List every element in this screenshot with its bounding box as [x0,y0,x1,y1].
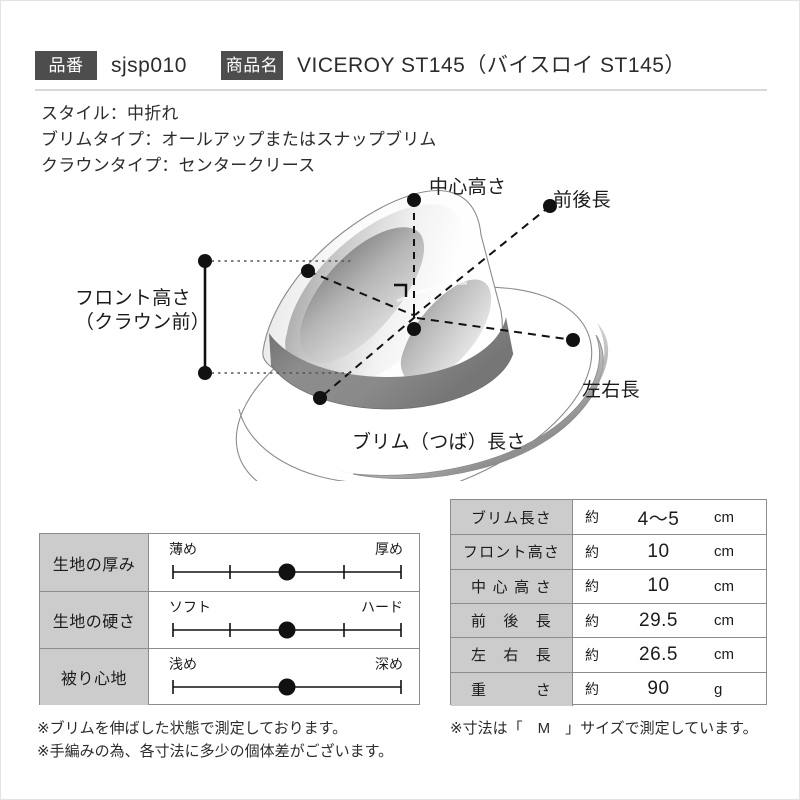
measurement-value: 90 [647,678,670,700]
dot-front-height-bottom [198,366,212,380]
dot-center-height-top [407,193,421,207]
measurement-approx: 約 [585,543,599,560]
measurement-value: 4〜5 [637,508,680,530]
table-row: 左 右 長 約 26.5 cm [451,637,766,672]
spec-brim-type: ブリムタイプ：オールアップまたはスナップブリム [41,130,437,149]
rating-row: 被り心地 浅め 深め [40,648,419,705]
rating-right-end: 厚め [375,541,403,557]
hat-measurement-diagram: 中心高さ 前後長 左右長 ブリム（つば）長さ フロント高さ （クラウン前） [1,151,800,481]
rating-row-label: 被り心地 [40,649,149,705]
note-line: ※手編みの為、各寸法に多少の個体差がございます。 [37,743,394,760]
rating-scale-svg-2 [172,678,402,696]
measurement-value: 10 [647,540,670,562]
rating-row-scale: ソフト ハード [149,592,419,648]
measurement-approx: 約 [585,509,599,526]
rating-row: 生地の硬さ ソフト ハード [40,591,419,648]
rating-row-label: 生地の硬さ [40,592,149,648]
measurement-value: 10 [647,575,670,597]
hat-illustration-svg [198,190,609,481]
spec-text-block: スタイル：中折れ ブリムタイプ：オールアップまたはスナップブリム クラウンタイプ… [41,101,481,179]
header-divider [35,89,767,91]
measurement-unit: g [714,680,723,698]
model-number-badge: 品番 [35,51,97,80]
table-row: フロント高さ 約 10 cm [451,534,766,569]
rating-row-label: 生地の厚み [40,534,149,591]
label-center-height: 中心高さ [429,177,507,198]
measurement-value: 26.5 [639,643,678,665]
rating-left-end: 薄め [169,541,197,557]
note-line: ※ブリムを伸ばした状態で測定しております。 [37,720,348,737]
rating-row-scale: 浅め 深め [149,649,419,705]
dot-center-height-bottom [407,322,421,336]
table-row: 重 さ 約 90 g [451,671,766,706]
measurement-name: ブリム長さ [451,500,573,535]
rating-marker [278,621,296,639]
model-number-value: sjsp010 [111,54,187,77]
measurement-unit: cm [714,543,734,561]
measurement-unit: cm [714,577,734,595]
measurement-value: 29.5 [639,609,678,631]
product-name-value: VICEROY ST145（バイスロイ ST145） [297,54,686,77]
product-header: 品番 sjsp010 商品名 VICEROY ST145（バイスロイ ST145… [35,51,767,87]
dot-left-right-right [566,333,580,347]
spec-crown-type: クラウンタイプ：センタークリース [41,156,316,175]
rating-marker [278,678,296,696]
notes-left: ※ブリムを伸ばした状態で測定しております。 ※手編みの為、各寸法に多少の個体差が… [37,717,437,763]
label-front-height-line2: （クラウン前） [75,312,211,333]
dot-front-height-top [198,254,212,268]
label-front-height-line1: フロント高さ [75,288,191,309]
measurement-name: フロント高さ [451,535,573,569]
rating-left-end: ソフト [169,599,211,615]
rating-left-end: 浅め [169,656,197,672]
product-name-badge: 商品名 [221,51,283,80]
table-row: 前 後 長 約 29.5 cm [451,602,766,638]
label-front-back-length: 前後長 [553,190,611,211]
measurement-unit: cm [714,612,734,630]
notes-right: ※寸法は「 M 」サイズで測定しています。 [450,720,758,737]
measurement-approx: 約 [585,578,599,595]
measurement-name: 重 さ [451,672,573,706]
measurement-name: 左 右 長 [451,638,573,672]
dot-left-right-left [301,264,315,278]
measurement-approx: 約 [585,681,599,698]
rating-scale-svg-1 [172,621,402,639]
rating-right-end: ハード [361,599,403,615]
measurement-name: 中 心 高 さ [451,569,573,603]
label-brim-length: ブリム（つば）長さ [352,432,526,453]
rating-row: 生地の厚み 薄め 厚め [40,534,419,591]
dot-front-back-rear [543,199,557,213]
table-row: ブリム長さ 約 4〜5 cm [451,500,766,535]
spec-style: スタイル：中折れ [41,104,179,123]
measurement-table: ブリム長さ 約 4〜5 cm フロント高さ 約 10 cm 中 心 高 さ 約 … [450,499,767,706]
rating-row-scale: 薄め 厚め [149,534,419,591]
table-row: 中 心 高 さ 約 10 cm [451,568,766,603]
feel-rating-table: 生地の厚み 薄め 厚め 生地の硬さ ソフト ハード 被り心地 浅め 深め [39,533,420,705]
label-left-right-length: 左右長 [582,380,640,401]
rating-marker [278,563,296,581]
dot-front-back-front [313,391,327,405]
measurement-name: 前 後 長 [451,603,573,638]
measurement-unit: cm [714,646,734,664]
measurement-approx: 約 [585,646,599,663]
rating-right-end: 深め [375,656,403,672]
measurement-unit: cm [714,508,734,526]
label-front-height: フロント高さ （クラウン前） [75,287,210,335]
rating-scale-svg-0 [172,563,402,581]
measurement-approx: 約 [585,612,599,629]
